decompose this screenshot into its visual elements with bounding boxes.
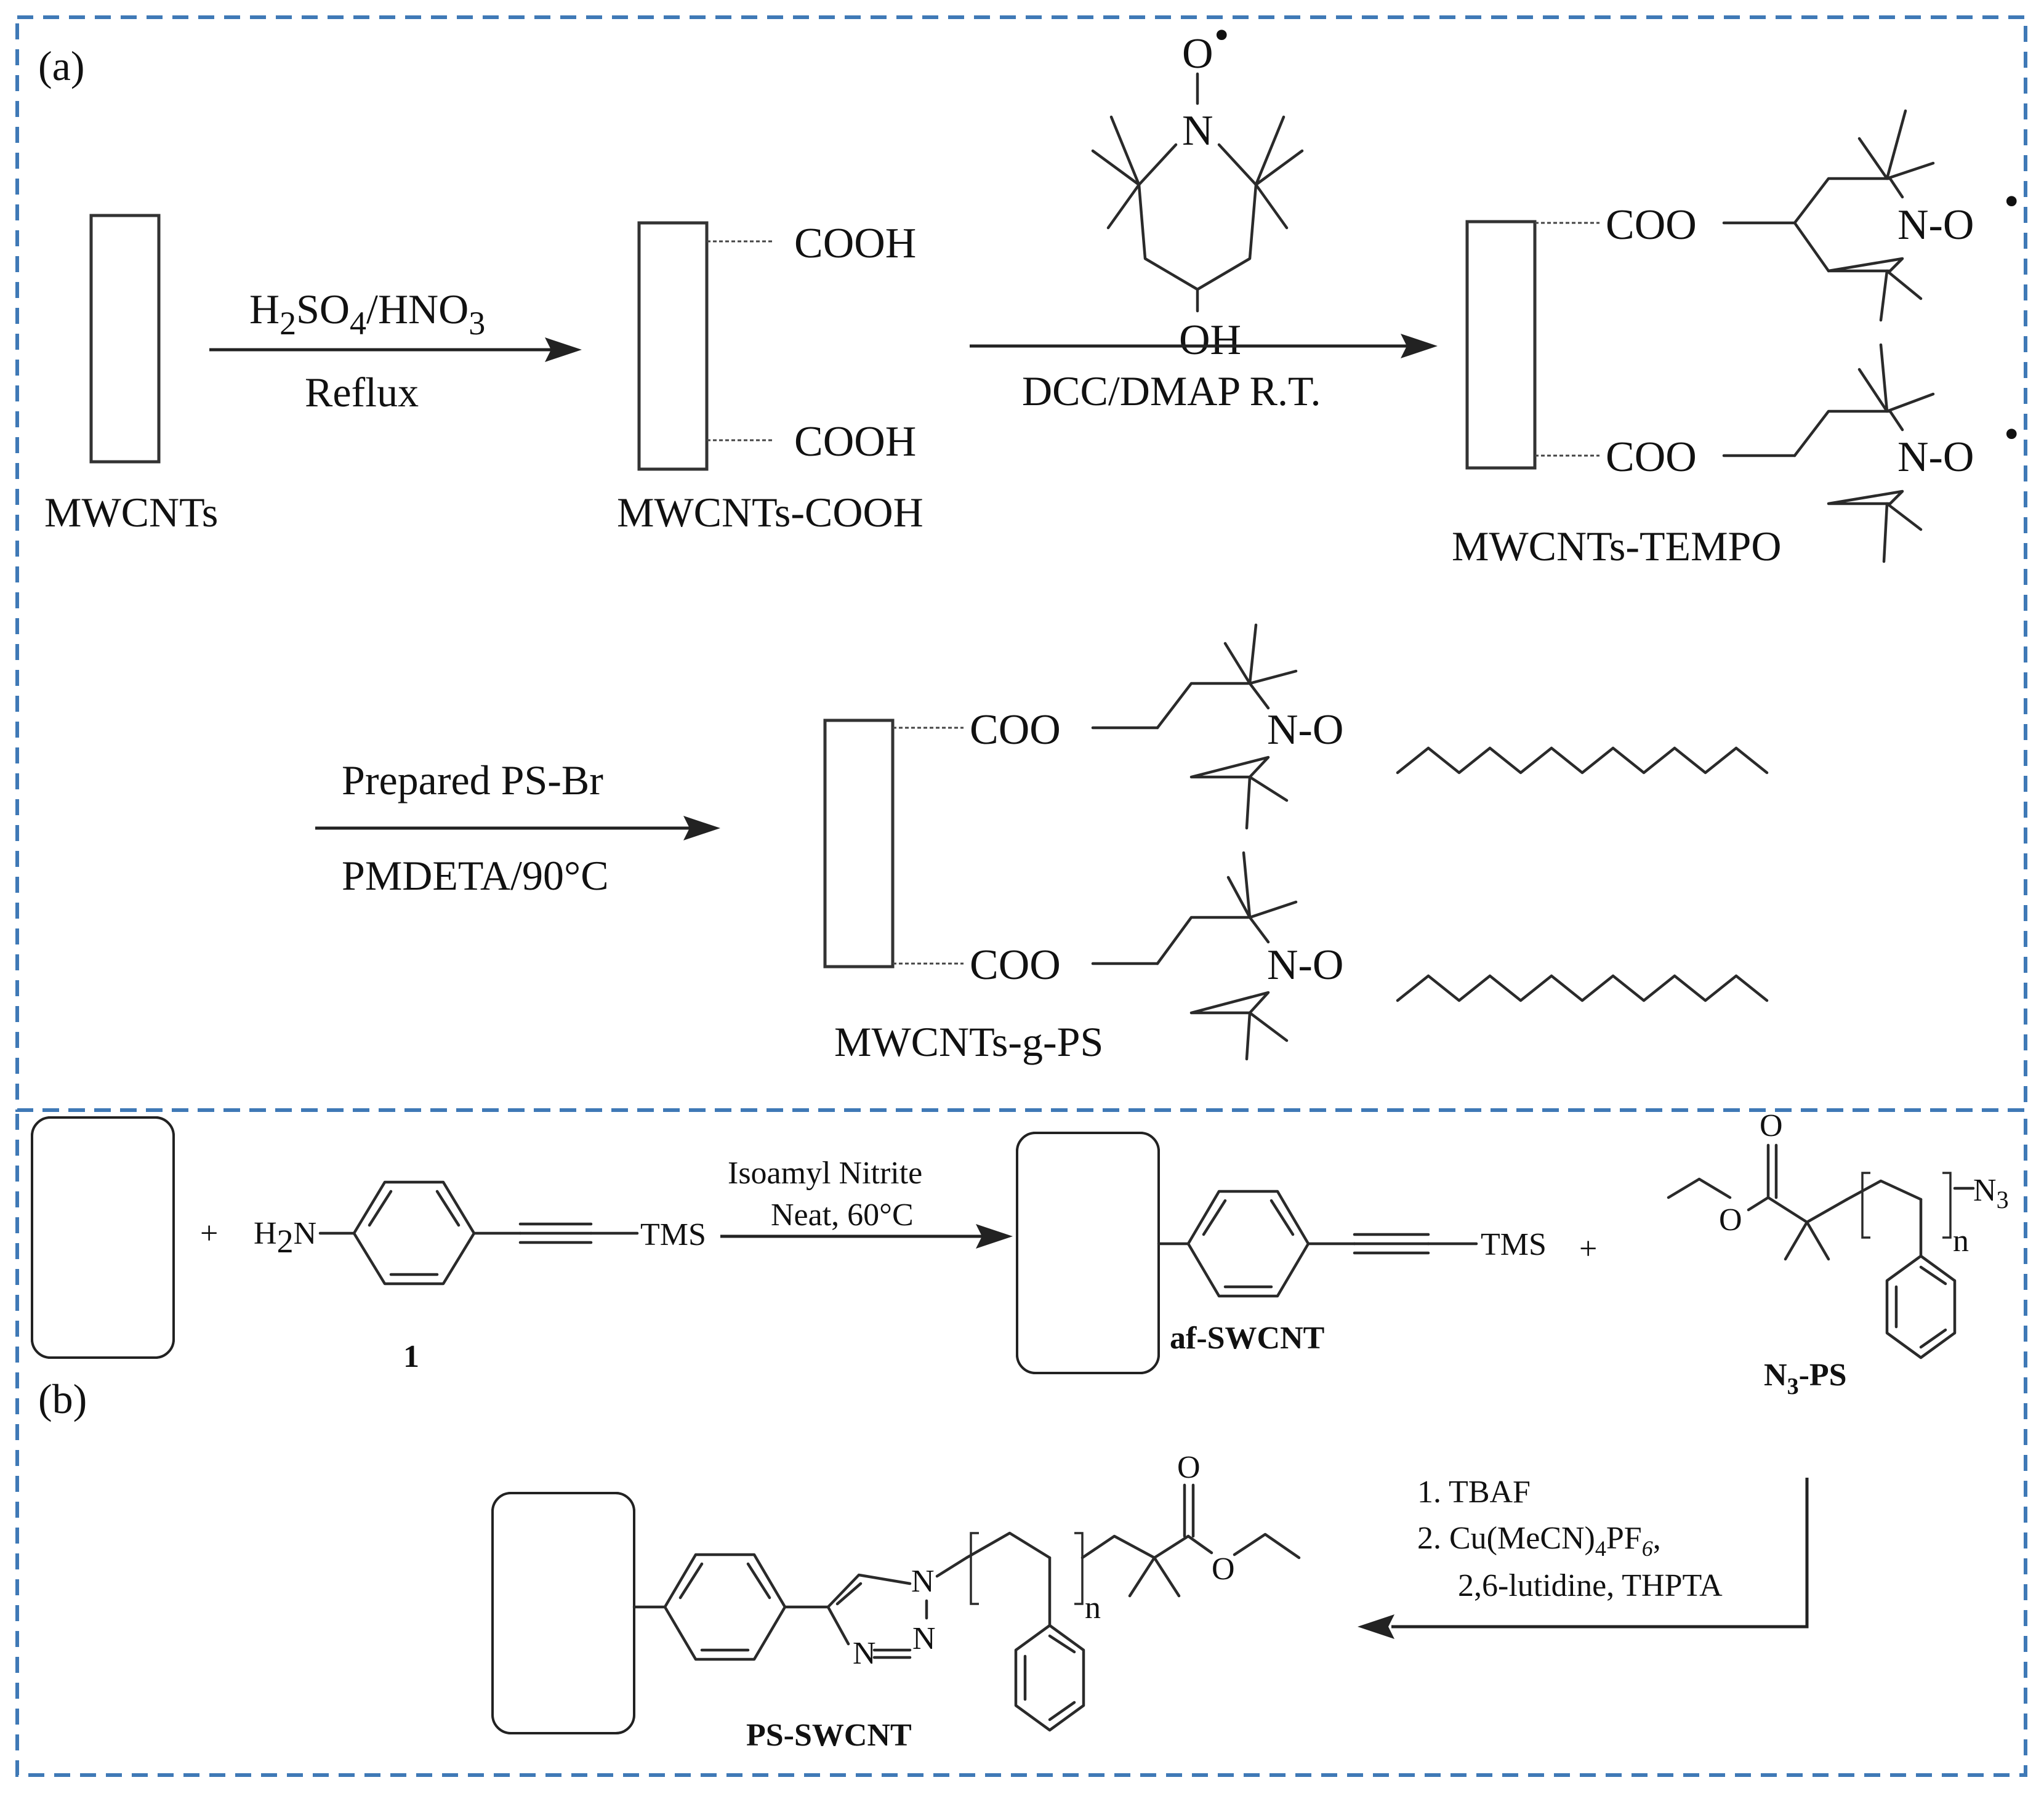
mwcnt-tube-tempo — [1467, 222, 1535, 468]
step1-condition: Reflux — [305, 369, 419, 416]
panel-b-frame — [15, 1108, 2027, 1777]
tempo-o-radical-dot: • — [1214, 12, 1229, 59]
mwcnts-g-ps-label: MWCNTs-g-PS — [834, 1018, 1103, 1065]
compound-1-tms: TMS — [640, 1217, 706, 1252]
n3ps-ester-o: O — [1719, 1202, 1742, 1238]
gps-ring-top: N-O — [1091, 623, 1769, 830]
b-step1-reagent: Isoamyl Nitrite — [728, 1156, 922, 1191]
gps-coo-bottom: COO — [970, 941, 1061, 989]
b-step2-line3: 2,6-lutidine, THPTA — [1458, 1568, 1723, 1603]
af-swcnt-tms: TMS — [1481, 1227, 1547, 1262]
step3-reagent: Prepared PS-Br — [342, 757, 603, 803]
step1-reagent: H2SO4/HNO3 — [249, 286, 485, 342]
step2-condition: DCC/DMAP R.T. — [1022, 368, 1321, 414]
mwcnt-tube-cooh — [639, 223, 707, 469]
plus-2: + — [1579, 1231, 1597, 1266]
ps-chain-top — [1396, 746, 1769, 775]
panel-b-label: (b) — [38, 1375, 87, 1422]
step3-condition: PMDETA/90°C — [342, 852, 609, 899]
mwcnt-tube-g-ps — [825, 720, 893, 967]
tempo-oh-structure: O • N OH — [1091, 12, 1304, 364]
swcnt-tube-af — [1016, 1132, 1160, 1374]
tempo-ring-top: N-O • — [1722, 109, 2019, 322]
mwcnts-cooh-label: MWCNTs-COOH — [617, 489, 923, 536]
mwcnt-tube-start — [91, 215, 159, 462]
tempo-o-atom: O — [1182, 30, 1213, 78]
n3ps-carbonyl-o: O — [1760, 1108, 1783, 1143]
tempo-n-atom: N — [1182, 107, 1213, 155]
step3-arrow-head — [683, 816, 720, 840]
tempo-coo-top: COO — [1606, 201, 1697, 249]
b-step2-line1: 1. TBAF — [1417, 1475, 1531, 1510]
compound-1-h2n: H2N — [254, 1216, 316, 1260]
triazole-n1: N — [911, 1564, 935, 1599]
tempo-no-top: N-O — [1897, 201, 1974, 249]
tempo-ring-bottom: N-O • — [1722, 343, 2019, 563]
ps-swcnt-label: PS-SWCNT — [746, 1718, 912, 1753]
tempo-radical-bottom: • — [2004, 411, 2019, 458]
swcnt-tube-start — [31, 1116, 175, 1359]
mwcnts-label: MWCNTs — [44, 489, 218, 536]
b-step2-arrow-head — [1358, 1614, 1394, 1639]
triazole-n2: N — [912, 1621, 936, 1656]
gps-no-bottom: N-O — [1267, 941, 1343, 989]
ps-chain-bottom — [1396, 974, 1769, 1002]
panel-a-label: (a) — [38, 42, 84, 89]
compound-1-label: 1 — [403, 1339, 419, 1374]
n3-ps-structure: O O n N3 — [1667, 1108, 2009, 1359]
plus-1: + — [200, 1216, 218, 1251]
n3-ps-label: N3-PS — [1764, 1358, 1847, 1399]
compound-1-structure: H2N TMS — [254, 1180, 706, 1286]
triazole-n3: N — [853, 1636, 876, 1671]
ps-swcnt-repeat-n: n — [1085, 1590, 1101, 1625]
cooh-top: COOH — [794, 220, 916, 267]
tempo-no-bottom: N-O — [1897, 433, 1974, 481]
n3ps-azide: N3 — [1973, 1173, 2009, 1214]
b-step1-arrow-head — [976, 1224, 1013, 1249]
b-step2-line2: 2. Cu(MeCN)4PF6, — [1417, 1521, 1661, 1561]
step2-arrow-head — [1401, 334, 1438, 358]
cooh-bottom: COOH — [794, 418, 916, 465]
tempo-radical-top: • — [2004, 178, 2019, 225]
ps-swcnt-carbonyl-o: O — [1177, 1450, 1201, 1485]
ps-swcnt-substituent: N N N n O O — [632, 1450, 1301, 1732]
b-step1-condition: Neat, 60°C — [771, 1198, 914, 1233]
gps-ring-bottom: N-O — [1091, 851, 1769, 1061]
tempo-coo-bottom: COO — [1606, 433, 1697, 481]
gps-coo-top: COO — [970, 706, 1061, 754]
b-step2-arrow — [1391, 1478, 1809, 1629]
af-swcnt-substituent: TMS — [1157, 1190, 1547, 1298]
mwcnts-tempo-label: MWCNTs-TEMPO — [1452, 523, 1781, 570]
gps-no-top: N-O — [1267, 706, 1343, 754]
tempo-oh-group: OH — [1179, 316, 1241, 364]
step1-arrow-head — [545, 337, 582, 362]
n3ps-repeat-n: n — [1953, 1223, 1969, 1258]
swcnt-tube-ps — [491, 1492, 635, 1734]
ps-swcnt-ester-o: O — [1212, 1552, 1235, 1587]
af-swcnt-label: af-SWCNT — [1170, 1321, 1324, 1356]
